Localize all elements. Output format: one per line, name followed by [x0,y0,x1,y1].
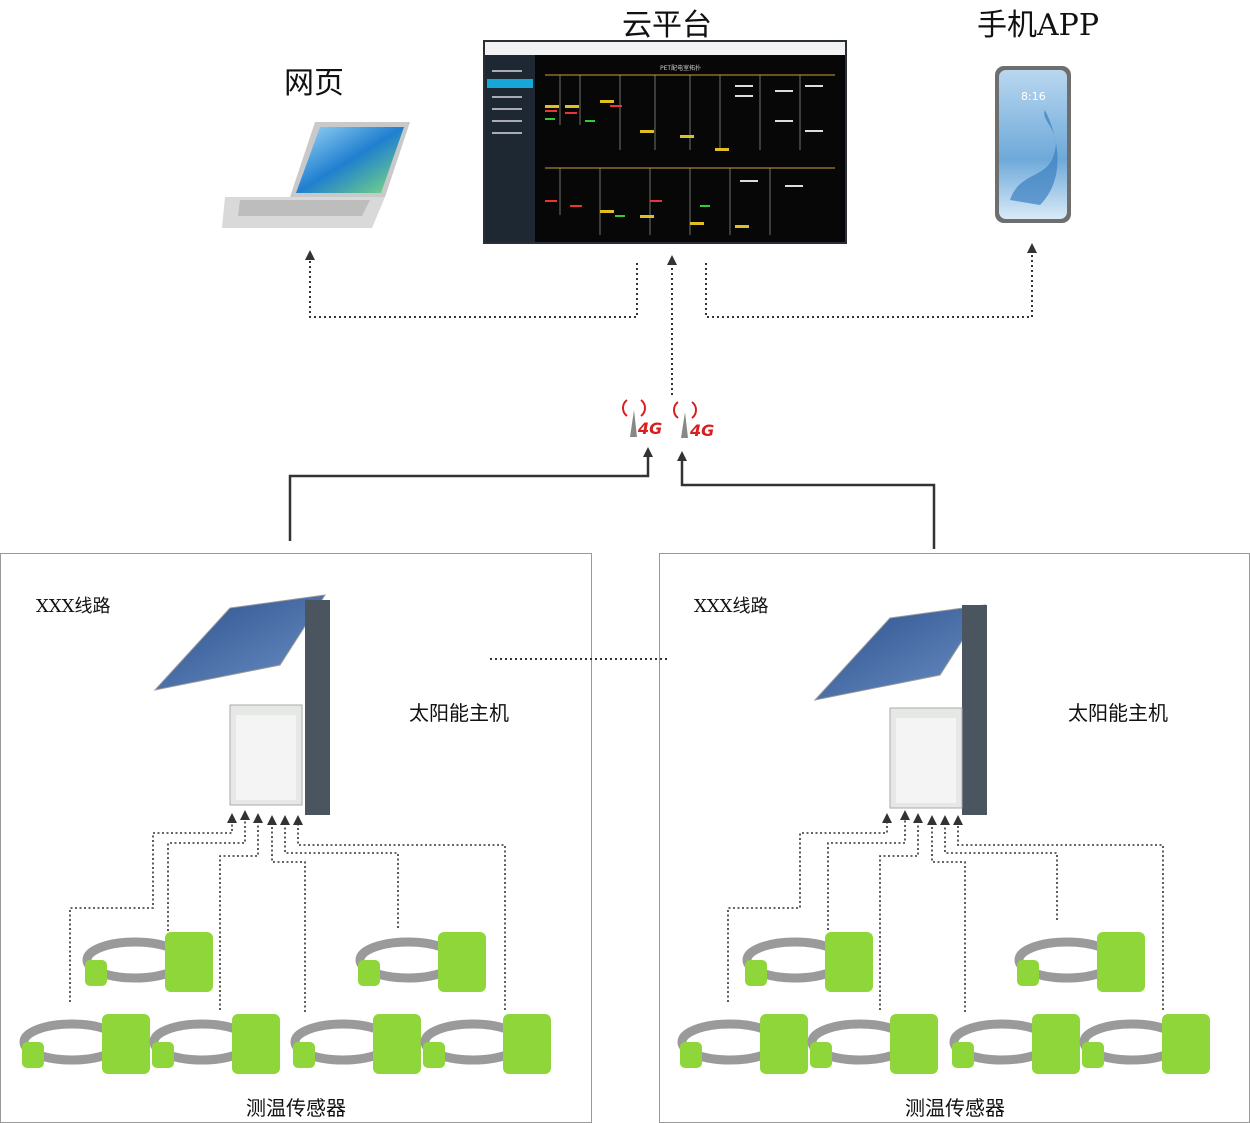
temperature-sensors-left [19,932,551,1074]
cloud-dashboard-screen: PET配电室拓扑 [483,40,847,244]
line-name-right: XXX线路 [694,596,769,617]
sensor-icon [742,932,873,992]
web-label: 网页 [284,66,344,101]
4g-text-1: 4G [637,419,662,438]
phone-clock: 8:16 [1021,90,1046,103]
sensor-icon [355,932,486,992]
sensor-icon [807,1014,938,1074]
solar-host-left [153,594,330,815]
laptop-icon [222,122,410,228]
mobile-app-label: 手机APP [977,8,1100,43]
network-uplinks [288,447,936,549]
sensor-icon [420,1014,551,1074]
4g-text-2: 4G [689,421,714,440]
sensor-icon [677,1014,808,1074]
cloud-connectors [305,243,1037,395]
sensor-links-left [69,810,506,1012]
4g-signal-icon: 4G 4G [622,399,714,440]
sensor-icon [1014,932,1145,992]
smartphone-icon: 8:16 [995,66,1071,223]
cloud-platform-label: 云平台 [622,8,712,43]
line-name-left: XXX线路 [36,596,111,617]
solar-host-right [813,604,987,815]
dashboard-title: PET配电室拓扑 [660,64,701,72]
sensor-icon [1079,1014,1210,1074]
solar-host-label-left: 太阳能主机 [409,701,509,725]
sensor-icon [290,1014,421,1074]
sensor-label-right: 测温传感器 [905,1096,1005,1120]
sensor-icon [82,932,213,992]
sensor-icon [19,1014,150,1074]
sensor-label-left: 测温传感器 [246,1096,346,1120]
sensor-links-right [727,810,1164,1012]
sensor-icon [949,1014,1080,1074]
temperature-sensors-right [677,932,1210,1074]
sensor-icon [149,1014,280,1074]
solar-host-label-right: 太阳能主机 [1068,701,1168,725]
